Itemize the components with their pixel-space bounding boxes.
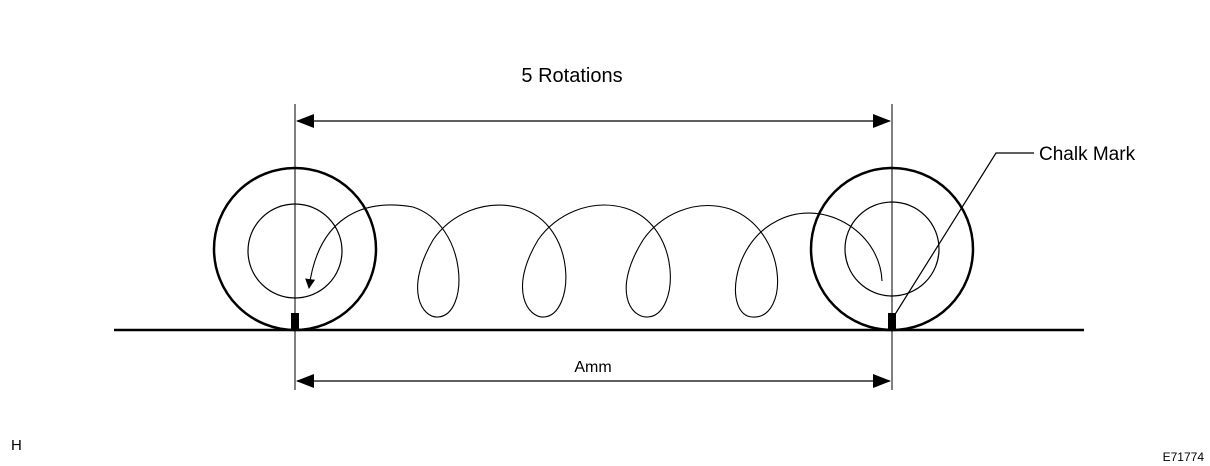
chalk-mark-leader-line xyxy=(893,152,1034,317)
rotation-path xyxy=(305,204,883,318)
left-tire-inner xyxy=(247,203,343,299)
chalk-mark-label: Chalk Mark xyxy=(1039,144,1136,165)
left-chalk-mark-icon xyxy=(291,313,299,330)
right-tire-inner xyxy=(844,201,940,297)
rotations-label: 5 Rotations xyxy=(521,65,622,87)
right-chalk-mark-icon xyxy=(888,313,896,330)
distance-label: Amm xyxy=(574,359,611,376)
corner-label-h: H xyxy=(11,437,22,454)
figure-code-label: E71774 xyxy=(1163,450,1205,464)
